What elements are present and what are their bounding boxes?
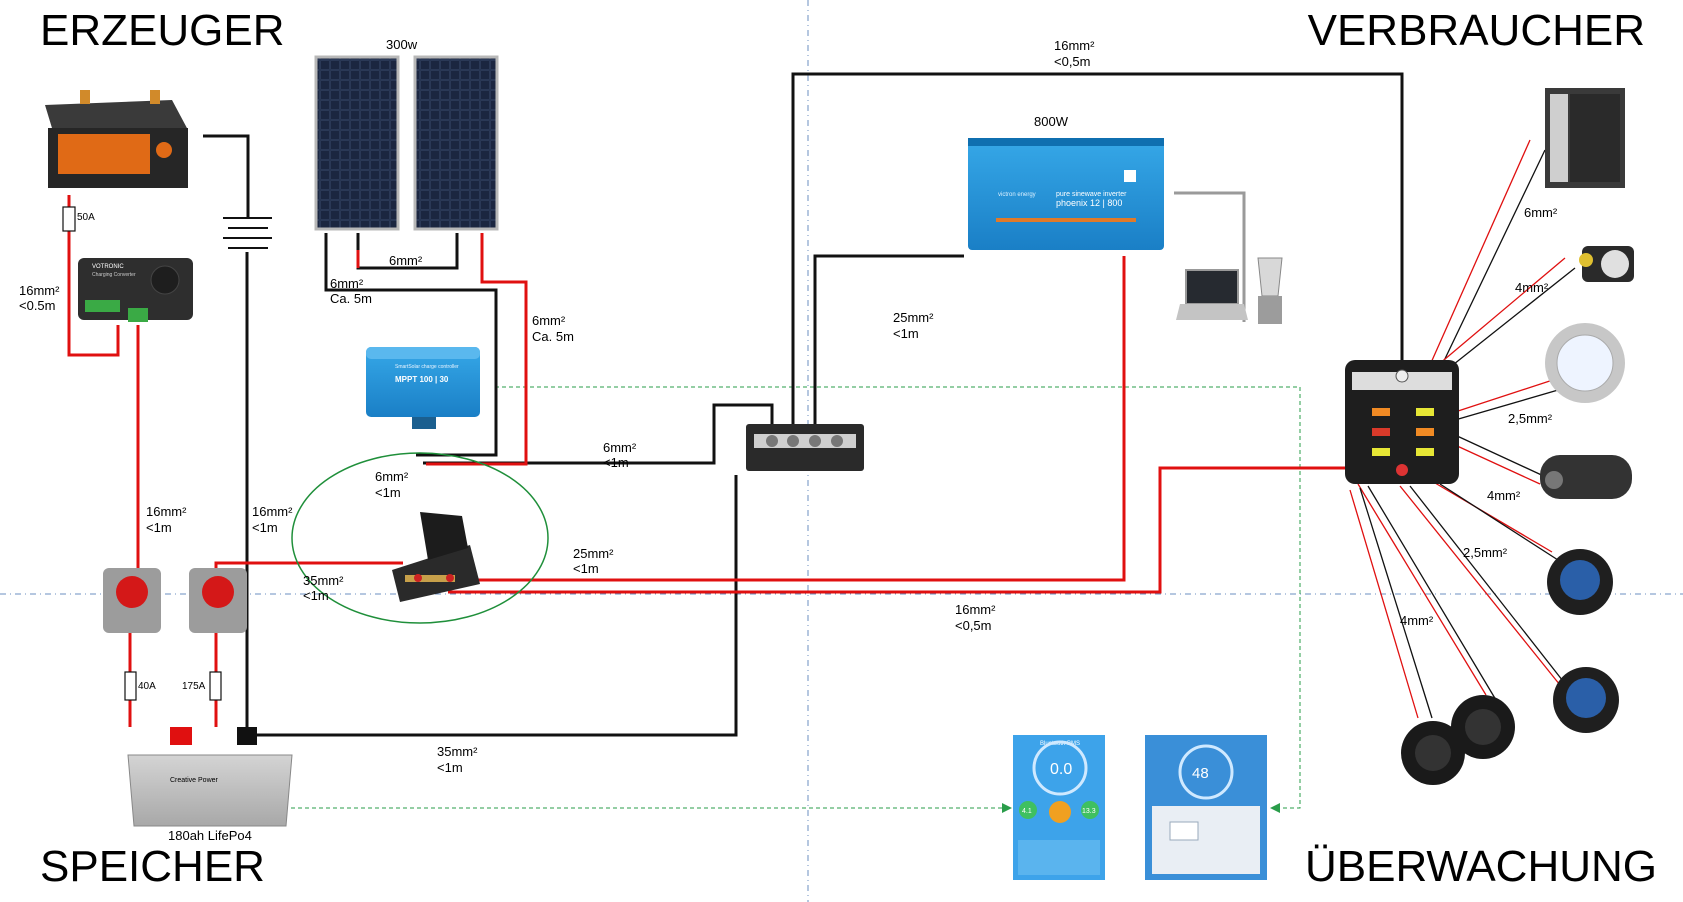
arrow-head-icon xyxy=(1002,803,1012,813)
cable-label: 25mm² xyxy=(573,546,614,561)
cable-label: 16mm² xyxy=(146,504,187,519)
battery-switch-2 xyxy=(189,568,247,633)
svg-text:VOTRONIC: VOTRONIC xyxy=(92,264,124,270)
fuse-40a-label: 40A xyxy=(138,681,156,692)
battery-label: 180ah LifePo4 xyxy=(168,828,252,843)
cable-label: <1m xyxy=(437,760,463,775)
fridge-icon xyxy=(1545,88,1625,188)
cable-label: 16mm² xyxy=(252,504,293,519)
fuse-175a xyxy=(209,671,222,701)
cable-label: 6mm² xyxy=(1524,205,1558,220)
arrow-head-icon xyxy=(1270,803,1280,813)
data-link-mppt xyxy=(495,386,1301,809)
cable-label: 2,5mm² xyxy=(1463,545,1508,560)
cable-label: <1m xyxy=(375,485,401,500)
blender-icon xyxy=(1257,257,1283,324)
cable-label: <0,5m xyxy=(955,618,992,633)
svg-text:pure sinewave inverter: pure sinewave inverter xyxy=(1056,191,1127,198)
battery-switch-1 xyxy=(103,568,161,633)
cable-label: 4mm² xyxy=(1400,613,1434,628)
cable-label: <1m xyxy=(603,455,629,470)
cable-label: 6mm² xyxy=(389,253,423,268)
cable-label: <0,5m xyxy=(1054,54,1091,69)
negative-wiring xyxy=(203,72,1404,737)
svg-text:MPPT 100 | 30: MPPT 100 | 30 xyxy=(395,375,449,384)
cable-label: <1m xyxy=(252,520,278,535)
solar-power-label: 300w xyxy=(386,37,418,52)
bms-app-screen-1: Bluetooth BMS 0.0 4.1 13.3 xyxy=(1013,735,1105,880)
fuse-50a-label: 50A xyxy=(77,212,95,223)
cable-label: 25mm² xyxy=(893,310,934,325)
section-consumers: VERBRAUCHER xyxy=(1307,6,1645,55)
svg-text:Bluetooth BMS: Bluetooth BMS xyxy=(1040,741,1080,747)
starter-battery xyxy=(45,90,188,188)
svg-text:phoenix 12 | 800: phoenix 12 | 800 xyxy=(1056,198,1122,208)
cable-label: 2,5mm² xyxy=(1508,411,1553,426)
led-light-icon xyxy=(1545,323,1625,403)
fuse-block xyxy=(1345,360,1459,484)
cable-label: 6mm² xyxy=(330,276,364,291)
12v-socket-icon-1 xyxy=(1451,695,1515,759)
cable-label: 4mm² xyxy=(1487,488,1521,503)
cable-label: <1m xyxy=(303,588,329,603)
cable-label: Ca. 5m xyxy=(532,329,574,344)
booster-charger: VOTRONIC Charging Converter xyxy=(78,258,193,322)
cable-label: 16mm² xyxy=(1054,38,1095,53)
cable-label: 35mm² xyxy=(303,573,344,588)
cable-label: 4mm² xyxy=(1515,280,1549,295)
positive-wiring xyxy=(67,195,1402,727)
svg-text:Charging Converter: Charging Converter xyxy=(92,272,136,278)
cable-label: <1m xyxy=(573,561,599,576)
cable-label: <1m xyxy=(893,326,919,341)
section-monitoring: ÜBERWACHUNG xyxy=(1304,842,1657,891)
svg-text:Creative Power: Creative Power xyxy=(170,777,219,784)
solar-panel-1 xyxy=(314,55,400,231)
air-heater-icon xyxy=(1540,455,1632,499)
solar-panel-2 xyxy=(413,55,499,231)
svg-text:0.0: 0.0 xyxy=(1050,761,1072,778)
usb-socket-icon-2 xyxy=(1553,667,1619,733)
inverter: victron energy pure sinewave inverter ph… xyxy=(968,138,1164,250)
mppt-controller: SmartSolar charge controller MPPT 100 | … xyxy=(366,347,480,429)
cable-labels: 6mm² 6mm² Ca. 5m 6mm² Ca. 5m 16mm² <0.5m… xyxy=(19,38,1558,775)
fuse-50a xyxy=(62,206,76,232)
svg-text:SmartSolar charge controller: SmartSolar charge controller xyxy=(395,364,459,370)
usb-socket-icon-1 xyxy=(1547,549,1613,615)
cable-label: <0.5m xyxy=(19,298,56,313)
12v-socket-icon-2 xyxy=(1401,721,1465,785)
svg-text:13.3: 13.3 xyxy=(1082,808,1096,815)
cable-label: Ca. 5m xyxy=(330,291,372,306)
cable-label: 6mm² xyxy=(532,313,566,328)
anl-fuse-holder xyxy=(392,512,480,602)
section-producers: ERZEUGER xyxy=(40,6,285,55)
bms-app-screen-2: 48 xyxy=(1145,735,1267,880)
appliance-wire xyxy=(1174,191,1246,322)
fuse-40a xyxy=(124,671,137,701)
inverter-power-label: 800W xyxy=(1034,114,1069,129)
svg-text:victron energy: victron energy xyxy=(998,192,1036,198)
fuse-175a-label: 175A xyxy=(182,681,206,692)
cable-label: 35mm² xyxy=(437,744,478,759)
svg-text:48: 48 xyxy=(1192,765,1209,782)
negative-busbar xyxy=(746,424,864,471)
laptop-icon xyxy=(1176,269,1248,320)
water-pump-icon xyxy=(1579,246,1634,282)
fuse-area-highlight xyxy=(291,452,549,624)
section-storage: SPEICHER xyxy=(40,842,265,891)
lifepo4-battery: Creative Power xyxy=(127,727,293,827)
cable-label: <1m xyxy=(146,520,172,535)
cable-label: 16mm² xyxy=(955,602,996,617)
cable-label: 16mm² xyxy=(19,283,60,298)
cable-label: 6mm² xyxy=(375,469,409,484)
fusebox-wires xyxy=(1349,139,1576,719)
ground-symbol-icon xyxy=(223,217,272,249)
svg-text:4.1: 4.1 xyxy=(1022,808,1032,815)
cable-label: 6mm² xyxy=(603,440,637,455)
